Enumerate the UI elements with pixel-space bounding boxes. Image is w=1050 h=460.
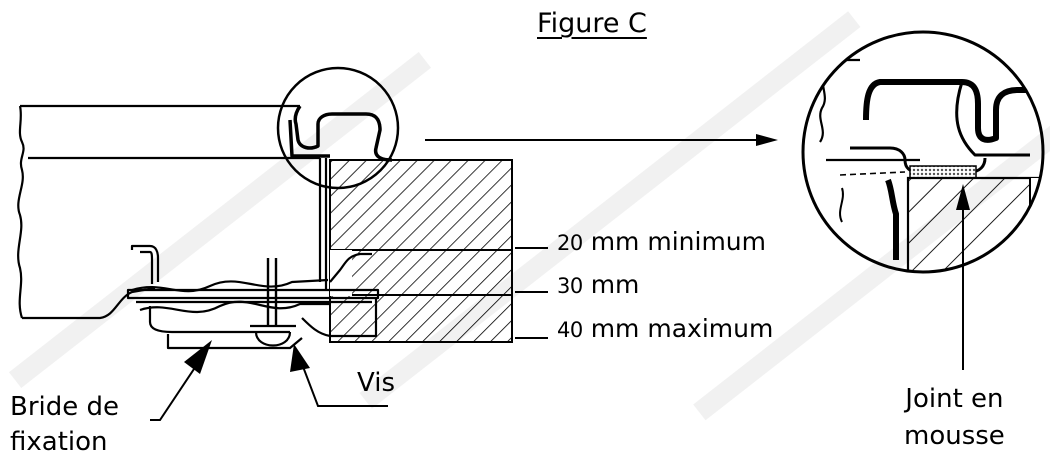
vis-leader [290,344,388,407]
hob-body [17,104,328,320]
dimension-unit: mm [590,270,640,299]
dimension-qualifier: minimum [647,227,766,256]
dimension-qualifier: maximum [647,314,774,343]
dimension-label-20: 20 mm minimum [557,229,766,254]
foam-gasket [909,165,977,179]
dimension-value: 20 [557,231,583,255]
dimension-value: 30 [557,274,583,298]
detail-circle [276,66,400,190]
label-bride-de-fixation: Bride de fixation [10,390,119,460]
label-line: mousse [904,421,1005,451]
detail-arrow [425,134,778,146]
worktop-section [329,159,513,343]
hob-rim [288,105,393,162]
figure-title: Figure C [537,8,647,39]
detail-view [801,30,1045,370]
label-joint-en-mousse: Joint en mousse [904,381,1005,455]
label-line: Bride de [10,392,120,422]
dimension-unit: mm [590,227,640,256]
label-line: fixation [10,427,108,457]
label-line: Joint en [905,384,1004,414]
fixing-bracket [126,244,380,350]
dimension-label-30: 30 mm [557,272,639,297]
bride-leader [150,340,212,421]
dimension-label-40: 40 mm maximum [557,316,773,341]
label-vis: Vis [357,368,395,398]
dimension-unit: mm [590,314,640,343]
dimension-value: 40 [557,318,583,342]
